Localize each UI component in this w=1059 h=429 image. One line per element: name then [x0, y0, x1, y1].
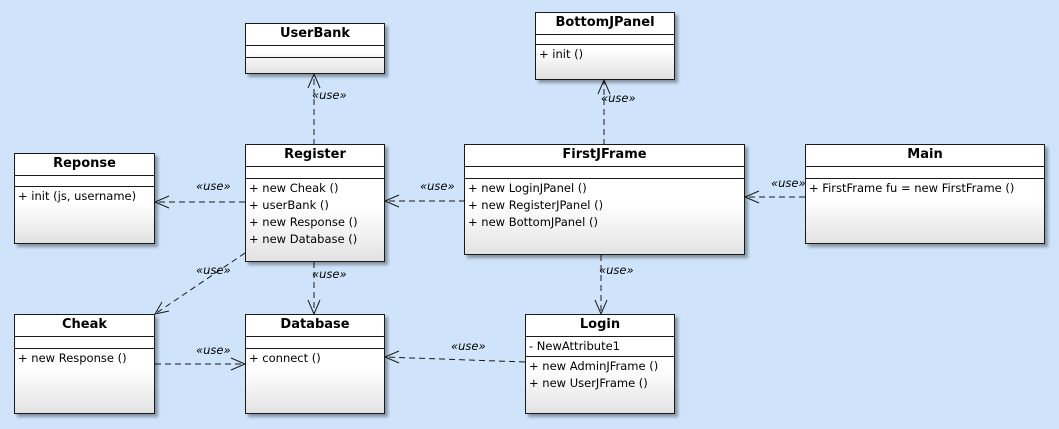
operation-item: + new AdminJFrame (): [529, 359, 659, 373]
class-name: Cheak: [15, 315, 154, 337]
attributes-section: [806, 167, 1044, 179]
class-cheak[interactable]: Cheak + new Response (): [14, 314, 155, 414]
stereo-register-cheak: «use»: [196, 263, 231, 277]
operation-item: + userBank (): [249, 198, 329, 212]
operations-section: [246, 58, 384, 67]
class-userbank[interactable]: UserBank: [245, 23, 385, 74]
attributes-section: [15, 176, 154, 187]
dependency-firstjframe-register: [383, 194, 465, 208]
operation-item: + new LoginJPanel (): [468, 181, 587, 195]
class-main[interactable]: Main + FirstFrame fu = new FirstFrame (): [805, 144, 1045, 244]
operation-item: + new Cheak (): [249, 181, 339, 195]
dependency-cheak-database: [155, 357, 247, 371]
dependency-register-userbank: [307, 72, 321, 145]
dependency-firstjframe-bottomjpanel: [597, 78, 611, 145]
attributes-section: - NewAttribute1: [526, 337, 674, 357]
operation-item: + new Database (): [249, 232, 358, 246]
attributes-section: [536, 35, 674, 45]
operation-item: + connect (): [249, 351, 321, 365]
stereo-register-reponse: «use»: [196, 179, 231, 193]
operations-section: + new LoginJPanel () + new RegisterJPane…: [465, 179, 744, 232]
class-name: Database: [246, 315, 384, 337]
operations-section: + new Response (): [15, 349, 154, 368]
class-name: Main: [806, 145, 1044, 167]
stereo-firstjframe-register: «use»: [420, 179, 455, 193]
attributes-section: [465, 167, 744, 179]
attribute-item: - NewAttribute1: [529, 339, 620, 353]
stereo-cheak-database: «use»: [196, 343, 231, 357]
operations-section: + connect (): [246, 349, 384, 368]
attributes-section: [246, 167, 384, 179]
operations-section: + new AdminJFrame () + new UserJFrame (): [526, 357, 674, 393]
class-name: Login: [526, 315, 674, 337]
operation-item: + FirstFrame fu = new FirstFrame (): [809, 181, 1015, 195]
class-name: Reponse: [15, 154, 154, 176]
class-name: FirstJFrame: [465, 145, 744, 167]
dependency-register-reponse: [153, 195, 245, 209]
dependency-register-cheak: [153, 252, 246, 315]
attributes-section: [246, 337, 384, 349]
operation-item: + new Response (): [18, 351, 127, 365]
stereo-firstjframe-bottomjpanel: «use»: [601, 91, 636, 105]
class-database[interactable]: Database + connect (): [245, 314, 385, 414]
dependency-login-database: [383, 350, 526, 364]
class-reponse[interactable]: Reponse + init (js, username): [14, 153, 155, 244]
operation-item: + new RegisterJPanel (): [468, 198, 604, 212]
stereo-login-database: «use»: [451, 339, 486, 353]
operation-item: + init (): [539, 47, 584, 61]
stereo-register-userbank: «use»: [312, 88, 347, 102]
stereo-main-firstjframe: «use»: [771, 176, 806, 190]
class-login[interactable]: Login - NewAttribute1 + new AdminJFrame …: [525, 314, 675, 414]
class-bottomjpanel[interactable]: BottomJPanel + init (): [535, 12, 675, 80]
operation-item: + new UserJFrame (): [529, 376, 648, 390]
class-register[interactable]: Register + new Cheak () + userBank () + …: [245, 144, 385, 262]
attributes-section: [246, 46, 384, 58]
class-name: UserBank: [246, 24, 384, 46]
operation-item: + new BottomJPanel (): [468, 215, 598, 229]
stereo-register-database: «use»: [312, 267, 347, 281]
attributes-section: [15, 337, 154, 349]
operations-section: + new Cheak () + userBank () + new Respo…: [246, 179, 384, 249]
operations-section: + FirstFrame fu = new FirstFrame (): [806, 179, 1044, 198]
operation-item: + new Response (): [249, 215, 358, 229]
class-name: BottomJPanel: [536, 13, 674, 35]
operations-section: + init (js, username): [15, 187, 154, 206]
operations-section: + init (): [536, 45, 674, 64]
operation-item: + init (js, username): [18, 189, 137, 203]
class-name: Register: [246, 145, 384, 167]
class-firstjframe[interactable]: FirstJFrame + new LoginJPanel () + new R…: [464, 144, 745, 255]
stereo-firstjframe-login: «use»: [599, 263, 634, 277]
dependency-main-firstjframe: [743, 190, 805, 204]
